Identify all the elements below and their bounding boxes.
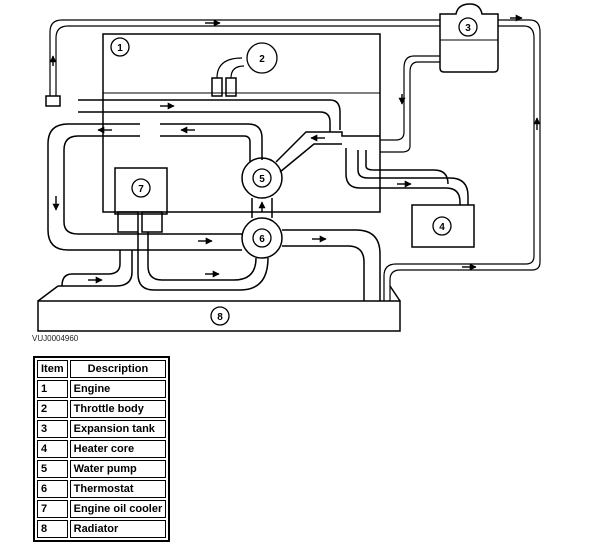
figure-code: VUJ0004960 bbox=[32, 334, 79, 343]
table-row: 1 Engine bbox=[37, 380, 167, 398]
table-row: 4 Heater core bbox=[37, 440, 167, 458]
thermostat bbox=[241, 217, 283, 259]
callout-thermostat: 6 bbox=[259, 234, 265, 245]
legend-item-description: Heater core bbox=[69, 440, 167, 458]
callout-water-pump: 5 bbox=[259, 174, 265, 185]
heater-core bbox=[411, 204, 475, 248]
legend-item-number: 3 bbox=[37, 420, 68, 438]
table-row: 8 Radiator bbox=[37, 520, 167, 538]
legend-table: Item Description 1 Engine 2 Throttle bod… bbox=[33, 356, 171, 542]
legend-item-description: Radiator bbox=[69, 520, 167, 538]
legend-item-description: Water pump bbox=[69, 460, 167, 478]
legend-item-description: Expansion tank bbox=[69, 420, 167, 438]
cooling-system-diagram: 1 2 3 4 5 6 7 8 bbox=[37, 3, 541, 332]
callout-engine-oil-cooler: 7 bbox=[138, 184, 144, 195]
callout-expansion-tank: 3 bbox=[465, 23, 471, 34]
legend-item-description: Engine bbox=[69, 380, 167, 398]
table-row: 5 Water pump bbox=[37, 460, 167, 478]
table-row: 2 Throttle body bbox=[37, 400, 167, 418]
legend-item-description: Thermostat bbox=[69, 480, 167, 498]
table-row: 7 Engine oil cooler bbox=[37, 500, 167, 518]
radiator bbox=[37, 300, 401, 332]
legend-item-description: Engine oil cooler bbox=[69, 500, 167, 518]
table-row: 6 Thermostat bbox=[37, 480, 167, 498]
callout-radiator: 8 bbox=[217, 312, 223, 323]
callout-engine: 1 bbox=[117, 43, 123, 54]
engine-oil-cooler bbox=[114, 167, 168, 215]
legend-item-number: 7 bbox=[37, 500, 68, 518]
legend-header-description: Description bbox=[69, 360, 167, 378]
legend-item-description: Throttle body bbox=[69, 400, 167, 418]
callout-heater-core: 4 bbox=[439, 222, 445, 233]
legend-item-number: 5 bbox=[37, 460, 68, 478]
legend-item-number: 8 bbox=[37, 520, 68, 538]
expansion-tank bbox=[439, 3, 499, 73]
table-row: 3 Expansion tank bbox=[37, 420, 167, 438]
legend-header-item: Item bbox=[37, 360, 68, 378]
engine-block bbox=[102, 33, 381, 213]
legend-header-row: Item Description bbox=[37, 360, 167, 378]
water-pump bbox=[241, 157, 283, 199]
legend-item-number: 1 bbox=[37, 380, 68, 398]
callout-throttle-body: 2 bbox=[259, 54, 265, 65]
legend-item-number: 4 bbox=[37, 440, 68, 458]
legend-item-number: 6 bbox=[37, 480, 68, 498]
legend-item-number: 2 bbox=[37, 400, 68, 418]
